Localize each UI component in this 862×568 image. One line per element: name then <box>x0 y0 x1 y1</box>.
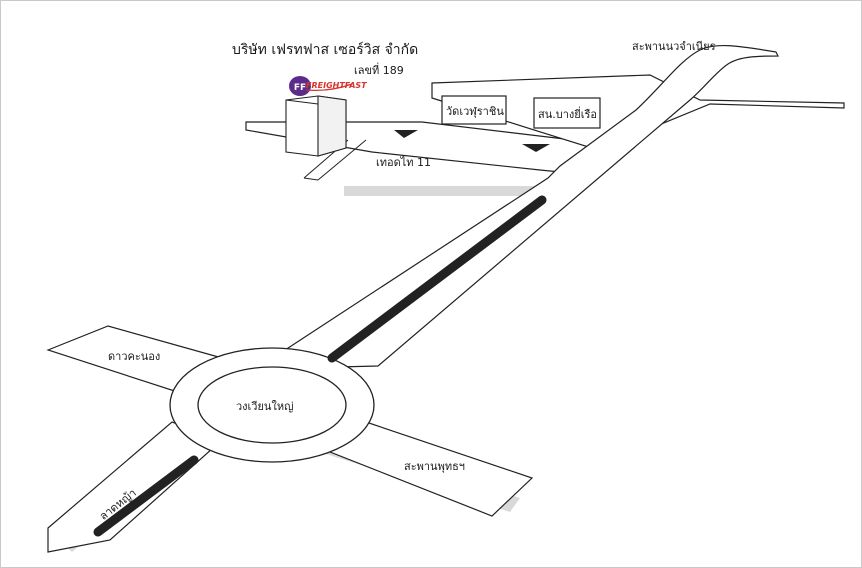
wat-label: วัดเวฬุราชิน <box>446 105 504 118</box>
address-number: เลขที่ 189 <box>354 62 404 77</box>
roundabout <box>169 347 375 463</box>
left-arm-label: ดาวคะนอง <box>108 350 160 363</box>
company-name: บริษัท เฟรทฟาส เซอร์วิส จำกัด <box>232 41 418 58</box>
freightfast-logo: FF FREIGHTFAST <box>289 76 367 96</box>
soi-label: เทอดไท 11 <box>376 156 431 169</box>
office-building <box>285 95 347 157</box>
median-lines <box>93 195 547 537</box>
roundabout-label: วงเวียนใหญ่ <box>236 400 293 413</box>
police-label: สน.บางยี่เรือ <box>538 106 597 121</box>
police-landmark-box <box>533 97 601 129</box>
svg-text:FREIGHTFAST: FREIGHTFAST <box>306 81 367 90</box>
bottom-left-road <box>47 421 224 553</box>
wat-landmark-box <box>441 95 507 125</box>
bottom-right-label: สะพานพุทธฯ <box>404 460 465 473</box>
direction-arrows <box>394 130 550 152</box>
road-label-top-right: สะพานนวจำเนียร <box>632 40 716 53</box>
svg-text:FF: FF <box>294 83 306 93</box>
